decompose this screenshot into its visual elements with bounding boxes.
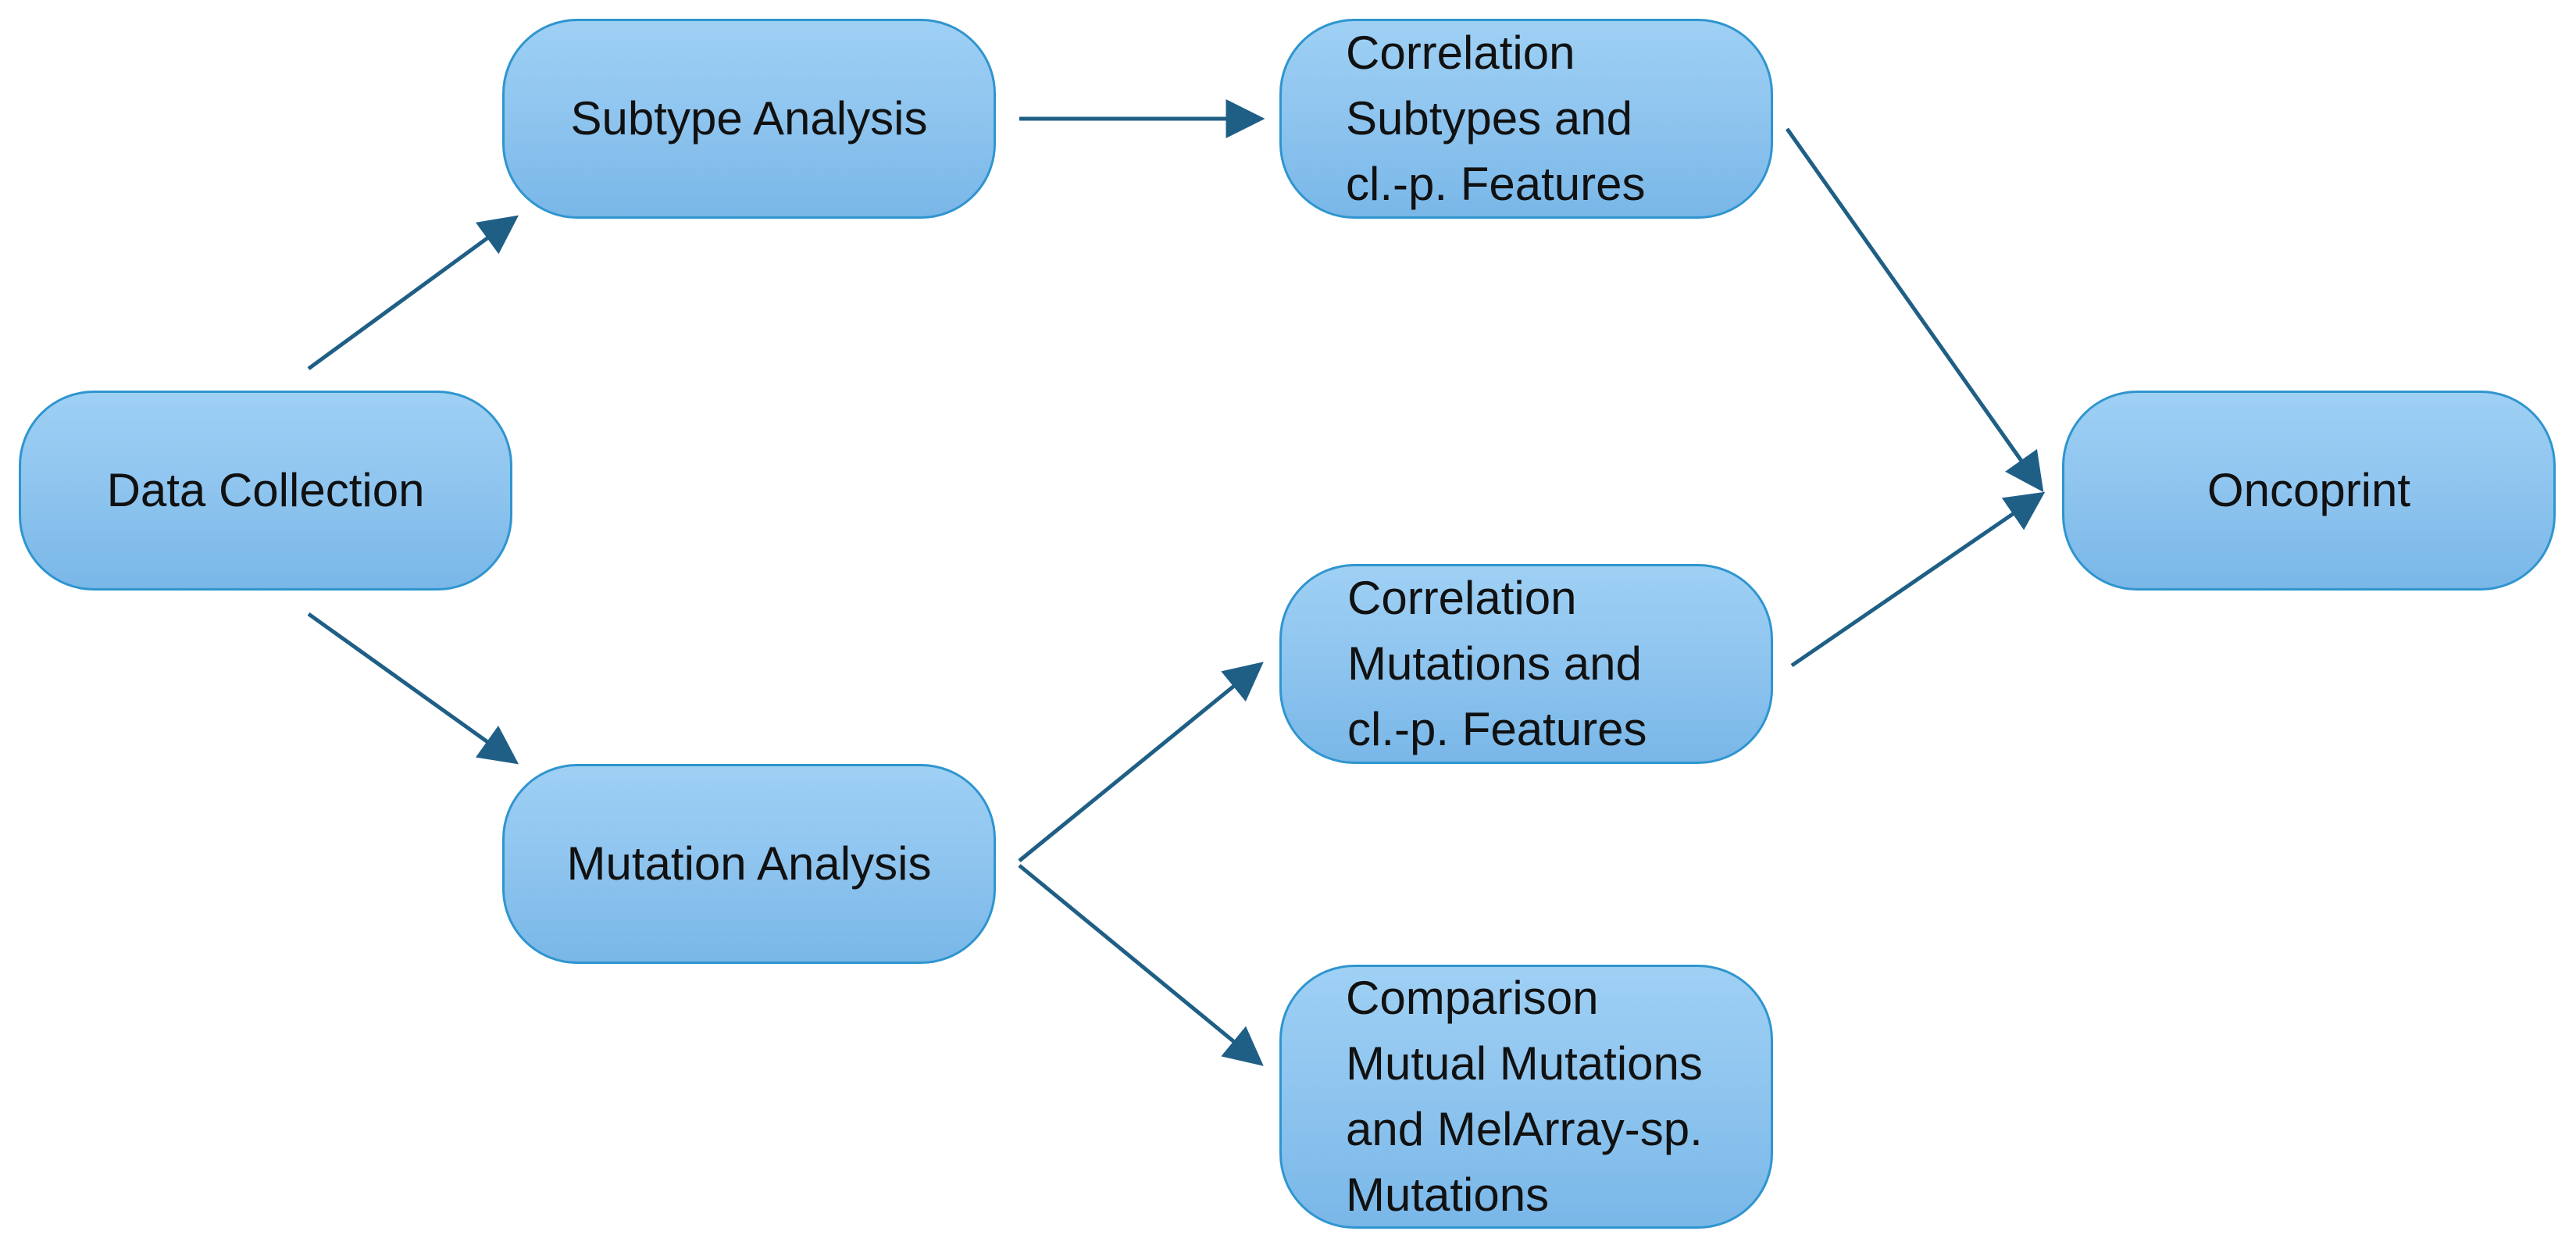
arrow-data-collection-to-subtype-analysis [307,215,519,371]
node-line: cl.-p. Features [1347,703,1647,755]
arrow-mutation-analysis-to-correlation-mutations [1018,662,1264,862]
node-line: Subtype Analysis [570,92,928,145]
node-line: Mutation Analysis [566,837,932,890]
node-line: Correlation [1346,27,1575,79]
node-line: Correlation [1347,572,1577,624]
node-line: Mutations and [1347,637,1642,690]
node-label: Correlation Subtypes and cl.-p. Features [1346,20,1645,217]
node-line: Comparison [1346,972,1599,1024]
node-label: Correlation Mutations and cl.-p. Feature… [1347,566,1647,762]
node-correlation-subtypes: Correlation Subtypes and cl.-p. Features [1279,19,1773,219]
node-line: Oncoprint [2207,464,2411,516]
node-oncoprint: Oncoprint [2062,391,2556,591]
node-correlation-mutations: Correlation Mutations and cl.-p. Feature… [1279,564,1773,764]
node-line: and MelArray-sp. [1346,1103,1703,1155]
node-data-collection: Data Collection [19,391,512,591]
node-label: Subtype Analysis [571,86,928,152]
node-label: Comparison Mutual Mutations and MelArray… [1346,965,1703,1228]
node-line: Subtypes and [1346,92,1632,145]
arrow-correlation-subtypes-to-oncoprint [1785,127,2044,493]
node-line: Mutations [1346,1169,1550,1221]
node-line: cl.-p. Features [1346,158,1646,210]
node-line: Data Collection [106,464,425,516]
arrow-data-collection-to-mutation-analysis [307,612,519,765]
node-line: Mutual Mutations [1346,1037,1703,1090]
node-label: Mutation Analysis [567,831,932,897]
node-label: Data Collection [107,458,425,523]
node-comparison: Comparison Mutual Mutations and MelArray… [1279,965,1773,1229]
node-subtype-analysis: Subtype Analysis [502,19,996,219]
node-mutation-analysis: Mutation Analysis [502,764,996,964]
node-label: Oncoprint [2207,458,2410,523]
arrow-mutation-analysis-to-comparison [1018,864,1264,1066]
arrow-correlation-mutations-to-oncoprint [1790,491,2046,668]
